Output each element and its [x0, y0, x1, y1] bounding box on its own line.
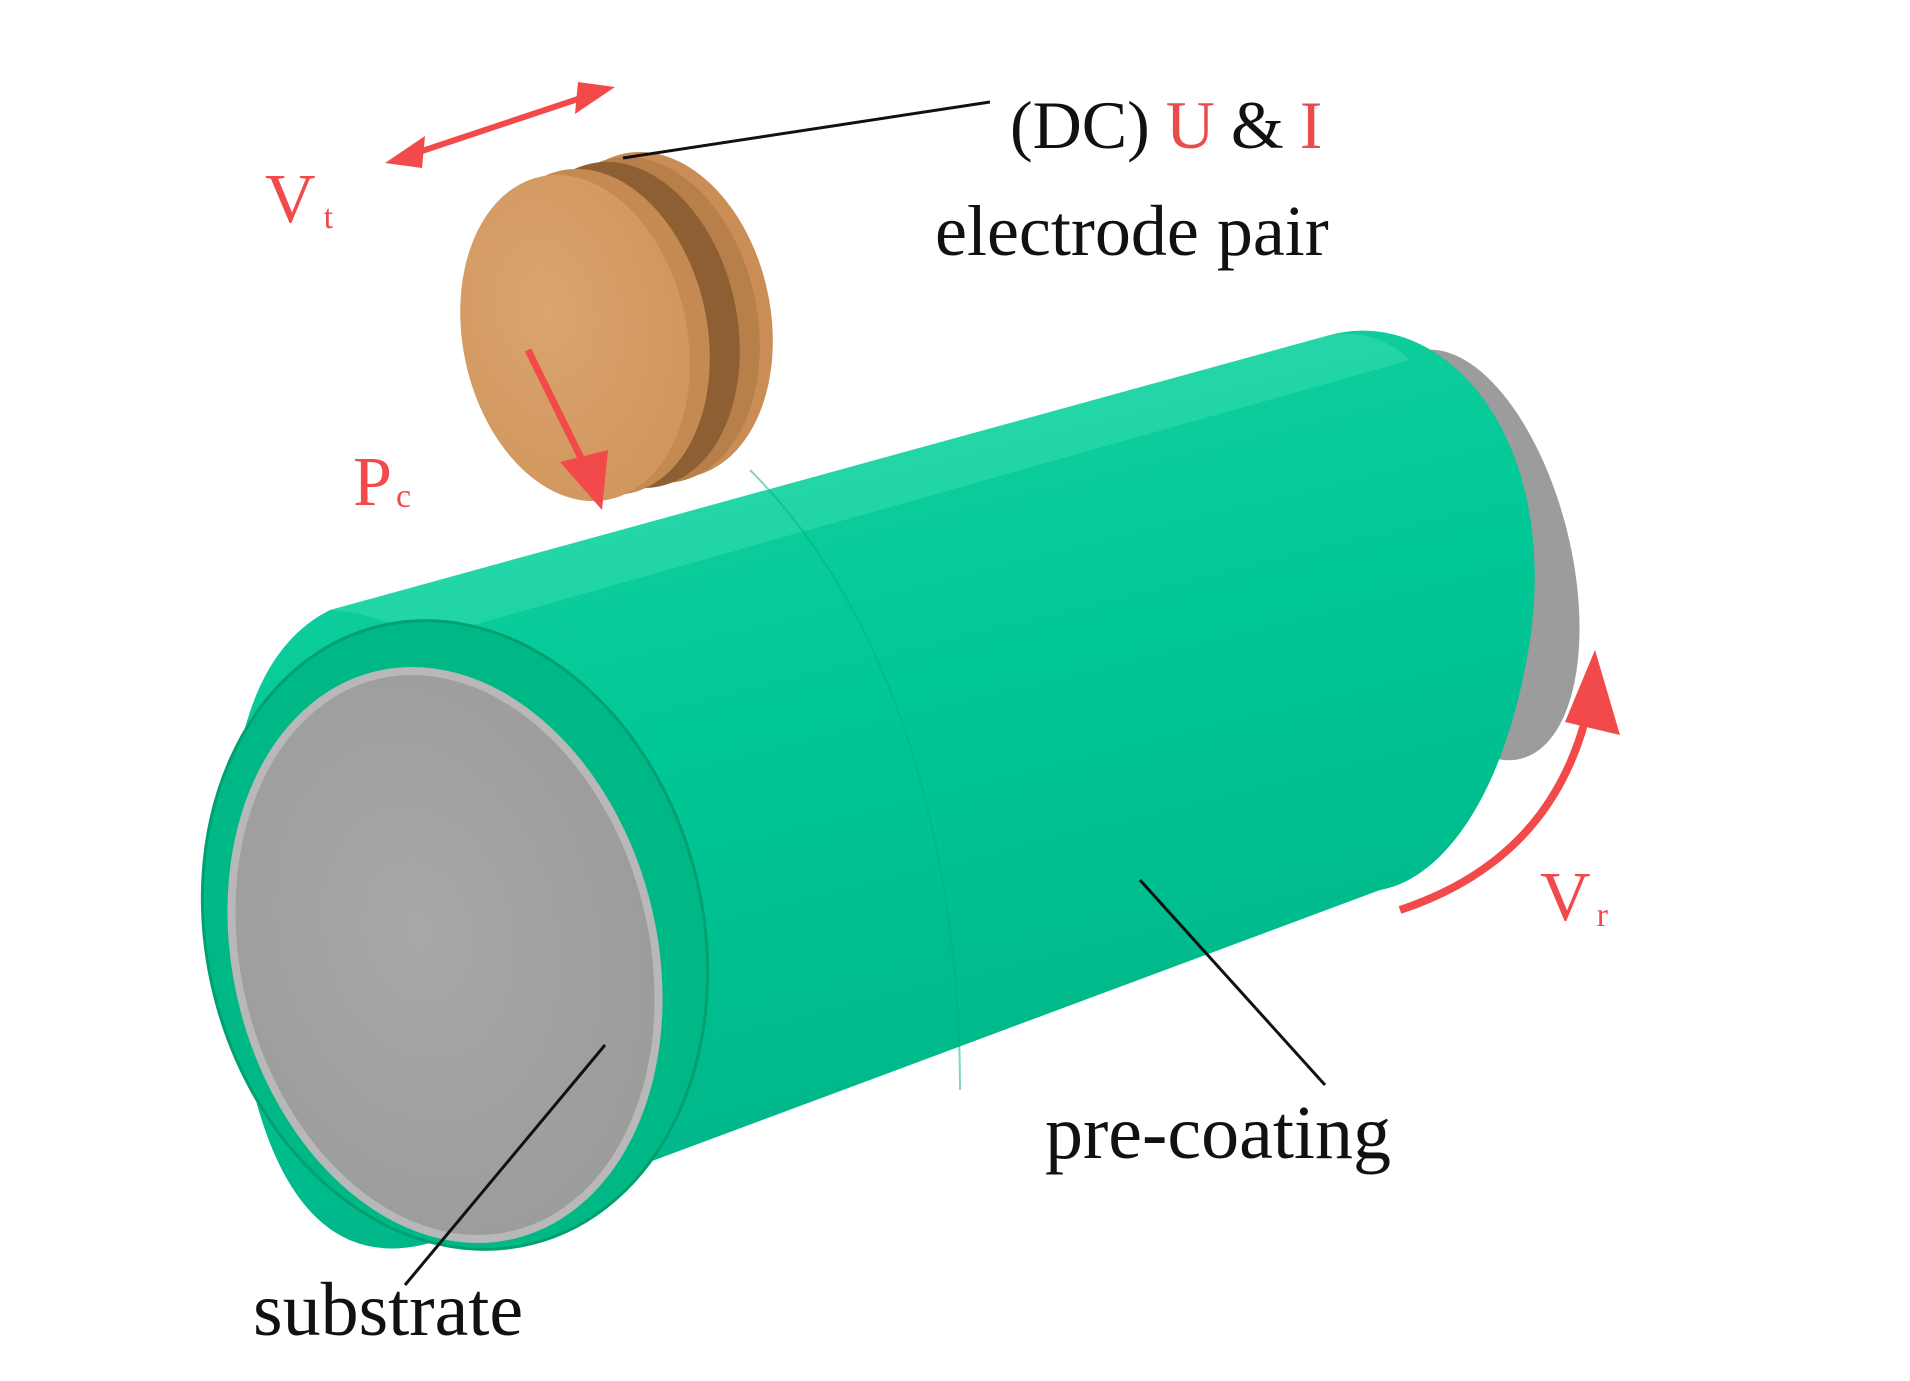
vt-main: V	[265, 161, 316, 238]
cylinder	[200, 330, 1580, 1251]
leader-lines	[403, 100, 1327, 1286]
pc-arrow-shaft	[524, 348, 586, 462]
ampersand-symbol: &	[1231, 87, 1284, 163]
voltage-symbol: U	[1166, 87, 1215, 163]
seam-line	[749, 469, 961, 1091]
pc-sub: c	[396, 478, 411, 515]
coating-rim-edge	[200, 619, 710, 1251]
vr-arrow-head	[1565, 650, 1620, 735]
electrode-pair	[460, 151, 773, 502]
vt-arrow-head-right	[575, 82, 615, 114]
current-symbol: I	[1300, 87, 1323, 163]
electrode-label-line2: electrode pair	[935, 191, 1329, 271]
vt-arrow-head-left	[385, 136, 425, 168]
substrate-bevel	[227, 667, 663, 1243]
pre-coating-label: pre-coating	[1045, 1091, 1391, 1175]
vr-arrow-shaft	[1398, 699, 1594, 914]
vr-main: V	[1540, 859, 1591, 936]
electrode-label-line1: (DC)U&I	[1010, 87, 1322, 163]
vr-sub: r	[1597, 897, 1609, 934]
pre-coating-leader	[1138, 878, 1327, 1087]
substrate-label: substrate	[253, 1268, 523, 1352]
coating-highlight	[330, 333, 1410, 640]
pc-arrow-head	[560, 450, 608, 510]
substrate-leader	[403, 1044, 607, 1286]
vt-arrow-shaft	[409, 92, 591, 158]
pc-main: P	[353, 444, 392, 521]
vt-sub: t	[324, 199, 334, 236]
red-arrows	[385, 82, 1620, 914]
substrate-end-face	[231, 671, 659, 1239]
electrode-front-disc	[460, 174, 690, 502]
dc-prefix: (DC)	[1010, 87, 1150, 163]
electrode-leader	[622, 100, 991, 160]
